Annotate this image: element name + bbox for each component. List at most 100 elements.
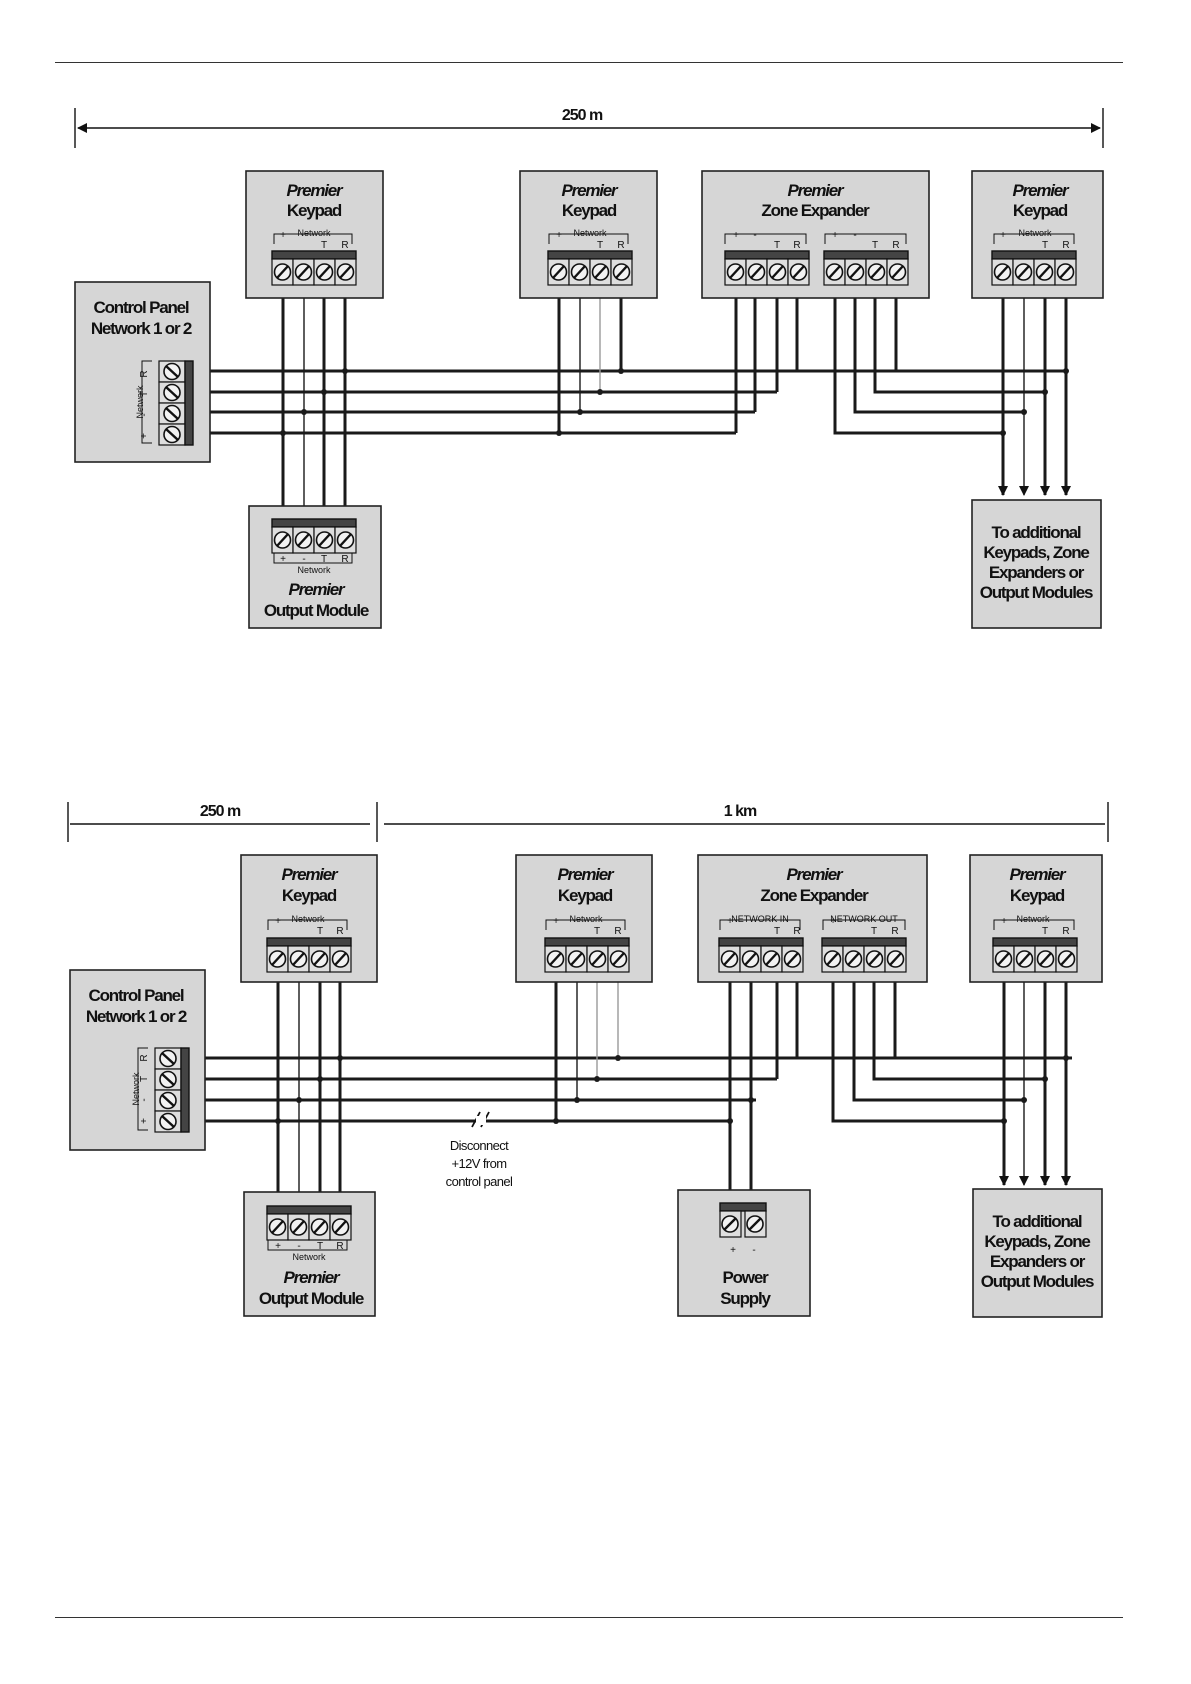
additional-devices: To additional Keypads, Zone Expanders or… bbox=[972, 1188, 1103, 1318]
wiring bbox=[190, 285, 1071, 519]
control-panel-title: Control Panel bbox=[94, 298, 189, 317]
zone-expander-out-t-label: T bbox=[871, 926, 877, 937]
disconnect-note: Disconnect +12V from control panel bbox=[446, 1138, 514, 1189]
zone-expander-in-r-label: R bbox=[793, 926, 800, 937]
keypad-3: Premier Keypad Network + T R bbox=[969, 854, 1103, 983]
keypad-1-network-label: Network bbox=[291, 914, 325, 924]
output-module-network-label: Network bbox=[297, 565, 331, 575]
keypad-1: Premier Keypad Network + T R bbox=[245, 170, 384, 299]
control-panel-t-label: T bbox=[139, 1076, 150, 1082]
keypad-3-r-label: R bbox=[1062, 926, 1069, 937]
output-module-r-label: R bbox=[341, 554, 348, 565]
additional-line-2: Keypads, Zone bbox=[984, 1232, 1090, 1251]
zone-expander-out-plus-label: + bbox=[832, 230, 838, 241]
keypad-2-network-label: Network bbox=[569, 914, 603, 924]
keypad-1-title: Premier bbox=[287, 181, 345, 200]
keypad-2-r-label: R bbox=[617, 240, 624, 251]
zone-expander-out-r-label: R bbox=[892, 240, 899, 251]
control-panel-t-label: T bbox=[139, 391, 150, 397]
zone-expander-out-t-label: T bbox=[872, 240, 878, 251]
additional-line-1: To additional bbox=[992, 523, 1081, 542]
keypad-2-t-label: T bbox=[594, 926, 600, 937]
output-module-subtitle: Output Module bbox=[259, 1289, 364, 1308]
keypad-3-t-label: T bbox=[1042, 926, 1048, 937]
control-panel-r-label: R bbox=[139, 370, 150, 377]
power-supply-minus-label: - bbox=[752, 1245, 755, 1256]
zone-expander: Premier Zone Expander NETWORK IN NETWORK… bbox=[697, 854, 928, 983]
zone-expander: Premier Zone Expander + - T R + - T R bbox=[701, 170, 930, 299]
power-supply-title: Power bbox=[722, 1268, 769, 1287]
keypad-2-network-label: Network bbox=[573, 228, 607, 238]
keypad-2-plus-label: + bbox=[553, 916, 559, 927]
output-module-network-label: Network bbox=[292, 1252, 326, 1262]
zone-expander-out-plus-label: + bbox=[830, 916, 836, 927]
span-dimensions: 250 m 1 km bbox=[67, 802, 1109, 842]
keypad-1-plus-label: + bbox=[275, 916, 281, 927]
output-module-minus-label: - bbox=[297, 1241, 300, 1252]
keypad-2-plus-label: + bbox=[556, 230, 562, 241]
control-panel-plus-label: + bbox=[139, 433, 150, 439]
output-module-t-label: T bbox=[317, 1241, 323, 1252]
span-label: 250 m bbox=[562, 107, 603, 124]
keypad-3-plus-label: + bbox=[1000, 230, 1006, 241]
keypad-3-title: Premier bbox=[1010, 865, 1068, 884]
diagram-2: 250 m 1 km bbox=[67, 802, 1109, 1318]
disconnect-line-3: control panel bbox=[446, 1174, 513, 1189]
output-module-plus-label: + bbox=[280, 554, 286, 565]
keypad-1-t-label: T bbox=[317, 926, 323, 937]
zone-expander-network-in-label: NETWORK IN bbox=[731, 914, 789, 924]
keypad-1-r-label: R bbox=[341, 240, 348, 251]
zone-expander-network-out-label: NETWORK OUT bbox=[830, 914, 898, 924]
keypad-1: Premier Keypad Network + T R bbox=[240, 854, 378, 983]
keypad-2-subtitle: Keypad bbox=[562, 201, 617, 220]
keypad-3-network-label: Network bbox=[1016, 914, 1050, 924]
keypad-1-title: Premier bbox=[282, 865, 340, 884]
output-module-t-label: T bbox=[321, 554, 327, 565]
control-panel-minus-label: - bbox=[139, 1098, 150, 1101]
output-module-title: Premier bbox=[289, 580, 347, 599]
zone-expander-in-r-label: R bbox=[793, 240, 800, 251]
zone-expander-in-t-label: T bbox=[774, 240, 780, 251]
power-supply-subtitle: Supply bbox=[720, 1289, 771, 1308]
control-panel-r-label: R bbox=[139, 1054, 150, 1061]
keypad-1-subtitle: Keypad bbox=[282, 886, 337, 905]
zone-expander-title: Premier bbox=[787, 865, 845, 884]
keypad-3-t-label: T bbox=[1042, 240, 1048, 251]
keypad-3: Premier Keypad Network + T R bbox=[971, 170, 1104, 299]
output-module: + - T R Network Premier Output Module bbox=[243, 1191, 376, 1317]
keypad-2-title: Premier bbox=[562, 181, 620, 200]
control-panel-title: Control Panel bbox=[89, 986, 184, 1005]
wiring bbox=[186, 974, 1072, 1210]
keypad-1-network-label: Network bbox=[297, 228, 331, 238]
output-module: + - T R Network Premier Output Module bbox=[248, 505, 382, 629]
control-panel-network-label: Network bbox=[135, 385, 145, 419]
control-panel-subtitle: Network 1 or 2 bbox=[91, 319, 192, 338]
keypad-2: Premier Keypad Network + T R bbox=[515, 854, 653, 983]
keypad-2-r-label: R bbox=[614, 926, 621, 937]
additional-line-4: Output Modules bbox=[981, 1272, 1094, 1291]
control-panel-subtitle: Network 1 or 2 bbox=[86, 1007, 187, 1026]
additional-devices: To additional Keypads, Zone Expanders or… bbox=[971, 499, 1102, 629]
output-module-r-label: R bbox=[336, 1241, 343, 1252]
zone-expander-subtitle: Zone Expander bbox=[760, 886, 869, 905]
keypad-3-subtitle: Keypad bbox=[1013, 201, 1068, 220]
keypad-2-t-label: T bbox=[597, 240, 603, 251]
span-long-label: 1 km bbox=[724, 803, 757, 820]
keypad-3-plus-label: + bbox=[1001, 916, 1007, 927]
keypad-1-plus-label: + bbox=[280, 230, 286, 241]
power-supply: + - Power Supply bbox=[677, 1189, 811, 1317]
bottom-rule bbox=[55, 1617, 1123, 1618]
keypad-1-r-label: R bbox=[336, 926, 343, 937]
top-rule bbox=[55, 62, 1123, 63]
control-panel: Control Panel Network 1 or 2 Network R T… bbox=[69, 969, 206, 1151]
power-supply-terminals bbox=[719, 1202, 767, 1238]
zone-expander-out-r-label: R bbox=[891, 926, 898, 937]
additional-line-4: Output Modules bbox=[980, 583, 1093, 602]
control-panel: Control Panel Network 1 or 2 Network R T… bbox=[74, 281, 211, 463]
keypad-3-network-label: Network bbox=[1018, 228, 1052, 238]
zone-expander-in-t-label: T bbox=[774, 926, 780, 937]
keypad-2-subtitle: Keypad bbox=[558, 886, 613, 905]
power-supply-plus-label: + bbox=[730, 1245, 736, 1256]
span-short-label: 250 m bbox=[200, 803, 241, 820]
